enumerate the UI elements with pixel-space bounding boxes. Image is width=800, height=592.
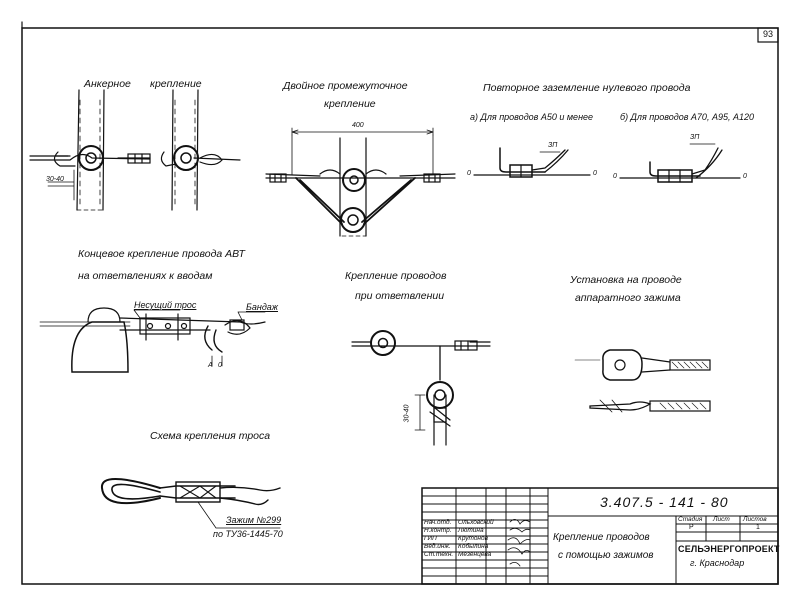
cable-title: Схема крепления троса: [150, 430, 271, 442]
stage-value: Р: [689, 524, 694, 531]
org-name: СЕЛЬЭНЕРГОПРОЕКТ: [678, 544, 780, 554]
grounding-zero-b-right: 0: [743, 173, 747, 180]
grounding-title: Повторное заземление нулевого провода: [483, 82, 691, 94]
doc-name-1: Крепление проводов: [553, 532, 650, 543]
end-fixing-drawing: [39, 307, 266, 373]
end-title-2: на ответвлениях к вводам: [78, 270, 213, 282]
role-label: Вед.инж.: [424, 543, 451, 550]
role-name: Мезенцева: [458, 551, 492, 558]
sheet-frame: [21, 27, 779, 585]
page-number-box: [757, 27, 779, 43]
doc-name-2: с помощью зажимов: [558, 550, 654, 561]
clamp-drawing: [574, 349, 711, 413]
clamp-title-2: аппаратного зажима: [575, 292, 681, 304]
end-label-phase: А: [208, 362, 213, 369]
double-drawing: [265, 127, 456, 237]
branch-drawing: [351, 330, 491, 446]
page-number: 93: [763, 29, 774, 39]
grounding-zero-a-right: 0: [593, 170, 597, 177]
grounding-zero-b-left: 0: [613, 173, 617, 180]
anchor-drawing: [29, 89, 241, 211]
grounding-zp-a: ЗП: [548, 142, 558, 149]
role-name: Ольховский: [458, 519, 494, 526]
title-block-lines: [421, 487, 779, 585]
anchor-dim: 30-40: [46, 176, 64, 183]
col-sheets: Листов: [743, 516, 767, 523]
cable-label-1: Зажим №299: [226, 515, 282, 525]
anchor-title-1: Анкерное: [84, 78, 131, 90]
grounding-zp-b: ЗП: [690, 134, 700, 141]
role-label: Н.контр.: [424, 527, 452, 534]
end-title-1: Концевое крепление провода АВТ: [78, 248, 245, 260]
role-name: Кобылина: [458, 543, 489, 550]
role-name: Крутонов: [458, 535, 489, 542]
branch-title-1: Крепление проводов: [345, 270, 447, 282]
role-name: Лютина: [458, 527, 484, 534]
branch-dim: 30-40: [403, 404, 411, 423]
end-label-cable: Несущий трос: [134, 300, 197, 310]
grounding-drawing: [473, 143, 741, 183]
org-city: г. Краснодар: [690, 558, 745, 568]
col-sheet: Лист: [713, 516, 730, 523]
role-label: Ст.техн.: [424, 551, 454, 558]
cable-drawing: [101, 478, 281, 529]
end-label-bandage: Бандаж: [246, 302, 278, 312]
end-label-zero: 0: [218, 362, 222, 369]
sheets-value: 1: [756, 524, 760, 531]
role-label: Нач.отд.: [424, 519, 452, 526]
branch-title-2: при ответвлении: [355, 290, 445, 302]
cable-label-2: по ТУ36-1445-70: [213, 529, 283, 539]
grounding-zero-a-left: 0: [467, 170, 471, 177]
double-dim: 400: [352, 122, 364, 129]
clamp-title-1: Установка на проводе: [570, 274, 682, 286]
grounding-sub-b: б) Для проводов А70, А95, А120: [620, 112, 754, 122]
double-title-2: крепление: [324, 98, 376, 110]
double-title-1: Двойное промежуточное: [283, 80, 408, 92]
anchor-title-2: крепление: [150, 78, 202, 90]
doc-code: 3.407.5 - 141 - 80: [600, 494, 729, 510]
role-label: ГИП: [424, 535, 437, 542]
grounding-sub-a: а) Для проводов А50 и менее: [470, 112, 594, 122]
col-stage: Стадия: [678, 516, 703, 523]
